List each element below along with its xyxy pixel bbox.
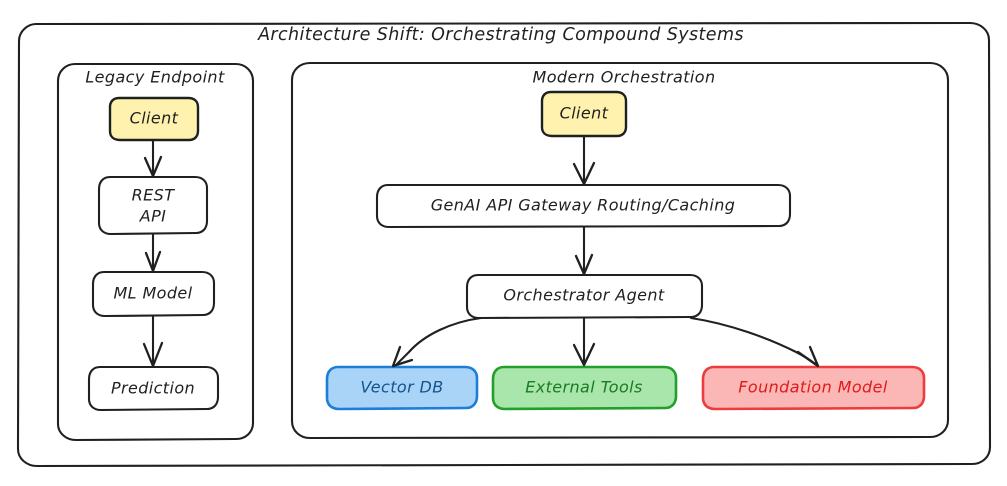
cluster-modern-border xyxy=(290,61,950,440)
cluster-modern-label: Modern Orchestration xyxy=(533,68,716,87)
node-modern-client-shape xyxy=(540,90,628,138)
node-external-tools-label: External Tools xyxy=(525,378,643,397)
node-foundation-model-shape xyxy=(701,365,926,411)
node-external-tools[interactable]: External Tools xyxy=(491,365,678,411)
outer-frame: Architecture Shift: Orchestrating Compou… xyxy=(16,21,992,468)
node-prediction[interactable]: Prediction xyxy=(87,365,220,412)
cluster-legacy-border xyxy=(56,62,255,442)
edge-modern-client-to-gateway xyxy=(572,134,596,186)
cluster-modern-orchestration: Modern Orchestration xyxy=(290,61,950,440)
node-genai-gateway-label: GenAI API Gateway Routing/Caching xyxy=(431,196,736,215)
edge-orchestrator-to-external-tools xyxy=(572,316,596,367)
node-prediction-label: Prediction xyxy=(111,379,195,398)
node-foundation-model-label: Foundation Model xyxy=(738,378,888,397)
node-prediction-shape xyxy=(87,365,220,412)
node-genai-gateway-shape xyxy=(375,183,792,229)
edge-rest-api-to-ml-model xyxy=(144,232,162,273)
node-ml-model-label: ML Model xyxy=(113,284,192,303)
edge-legacy-client-to-rest-api xyxy=(143,138,163,178)
node-ml-model[interactable]: ML Model xyxy=(91,270,216,318)
edge-orchestrator-to-foundation-model xyxy=(689,316,820,368)
node-genai-gateway[interactable]: GenAI API Gateway Routing/Caching xyxy=(375,183,792,229)
diagram-title: Architecture Shift: Orchestrating Compou… xyxy=(257,25,744,45)
edge-gateway-to-orchestrator xyxy=(574,225,594,276)
node-vector-db-shape xyxy=(325,365,479,411)
cluster-legacy-endpoint: Legacy Endpoint xyxy=(56,62,255,442)
outer-frame-border xyxy=(16,21,992,468)
node-orchestrator-agent[interactable]: Orchestrator Agent xyxy=(465,273,704,320)
node-legacy-client[interactable]: Client xyxy=(108,96,200,142)
node-modern-client-label: Client xyxy=(560,104,609,123)
node-orchestrator-agent-label: Orchestrator Agent xyxy=(503,286,665,305)
node-external-tools-shape xyxy=(491,365,678,411)
node-vector-db-label: Vector DB xyxy=(360,378,443,397)
node-ml-model-shape xyxy=(91,270,216,318)
node-legacy-client-label: Client xyxy=(130,109,179,128)
node-legacy-client-shape xyxy=(108,96,200,142)
node-vector-db[interactable]: Vector DB xyxy=(325,365,479,411)
edge-ml-model-to-prediction xyxy=(142,314,164,368)
node-modern-client[interactable]: Client xyxy=(540,90,628,138)
edge-orchestrator-to-vector-db xyxy=(391,316,483,368)
cluster-legacy-label: Legacy Endpoint xyxy=(85,68,225,87)
node-rest-api-label-line1: REST xyxy=(132,186,176,205)
node-rest-api-shape xyxy=(97,175,209,236)
node-rest-api-label-line2: API xyxy=(139,207,167,226)
node-foundation-model[interactable]: Foundation Model xyxy=(701,365,926,411)
node-rest-api[interactable]: REST API xyxy=(97,175,209,236)
